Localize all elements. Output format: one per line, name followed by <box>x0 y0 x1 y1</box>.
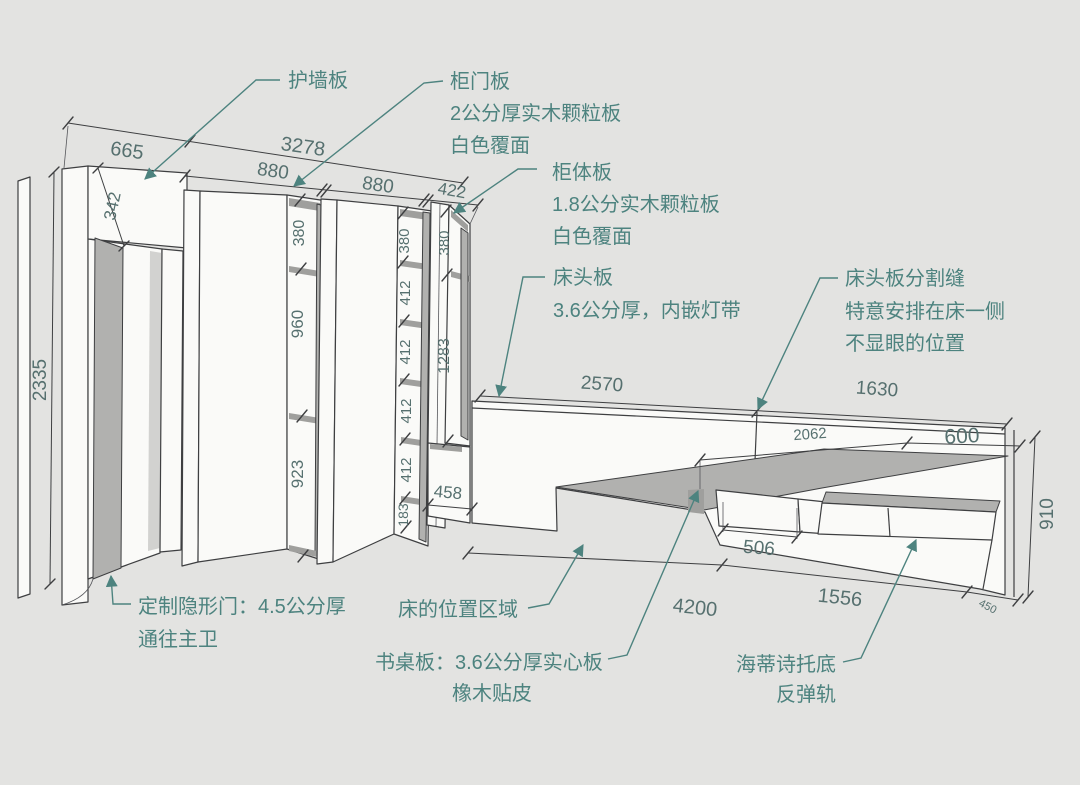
headboard-bevel-line <box>471 407 1006 435</box>
door-jamb-shadow <box>148 251 162 551</box>
dim-headboard-left: 2570 <box>580 373 624 397</box>
dim-end-width: 422 <box>436 179 467 203</box>
dim-col-a-3: 923 <box>288 460 307 488</box>
dim-floor-total: 4200 <box>672 595 719 622</box>
label-rebound-rail-1: 海蒂诗托底 <box>736 653 836 676</box>
label-hidden-door-1: 定制隐形门：4.5公分厚 <box>138 595 346 618</box>
bed-desk-drawing <box>471 400 1015 597</box>
label-headboard-2: 3.6公分厚，内嵌灯带 <box>553 299 741 322</box>
dim-wardrobe-total: 3278 <box>279 133 326 161</box>
platform-drawer-divider <box>887 507 891 538</box>
leader-hidden-door <box>105 574 131 605</box>
col-c-top-shadow <box>451 210 468 232</box>
col-a-shelf-1 <box>289 266 320 277</box>
label-door-panel-3: 白色覆面 <box>450 134 530 157</box>
dim-desk-length: 2062 <box>793 425 827 444</box>
dim-left-wall-width: 665 <box>109 138 145 164</box>
leader-headboard <box>495 276 545 398</box>
hidden-door-slab <box>92 237 124 580</box>
dim-col-c-2: 1283 <box>436 338 453 374</box>
label-headboard-seam-1: 床头板分割缝 <box>845 267 965 290</box>
label-headboard-1: 床头板 <box>553 266 613 289</box>
wall-pilaster <box>61 165 89 606</box>
label-cabinet-body-2: 1.8公分实木颗粒板 <box>552 193 720 216</box>
dim-wall-height: 2335 <box>30 359 51 401</box>
col-b-top-shadow <box>400 209 428 220</box>
leader-wall-panel <box>144 79 280 180</box>
dim-col-b-6: 183 <box>395 503 411 527</box>
label-cabinet-body-1: 柜体板 <box>552 161 612 184</box>
dimension-ticks <box>44 116 1041 607</box>
dimension-rails <box>49 122 1036 601</box>
door-panel-1-edge <box>181 189 201 567</box>
col-b-shelf-2 <box>400 319 428 329</box>
leader-cabinet-body <box>453 168 537 214</box>
door-bottom-arc <box>61 578 94 606</box>
wardrobe-drawing <box>181 189 471 567</box>
dim-col-b-1: 380 <box>396 228 413 253</box>
leader-desk <box>607 489 700 660</box>
col-a-shelf-2 <box>289 413 320 424</box>
dim-bed-height: 910 <box>1037 498 1058 530</box>
wall-edge-strip <box>17 176 31 599</box>
door-panel-1 <box>197 190 288 563</box>
label-headboard-seam-3: 不显眼的位置 <box>845 332 965 355</box>
dim-bed-length: 1556 <box>817 585 864 612</box>
label-bed-area: 床的位置区域 <box>398 598 518 621</box>
label-hidden-door-2: 通往主卫 <box>138 628 218 651</box>
dim-col-b-2: 412 <box>397 280 414 305</box>
leader-lines <box>105 79 917 663</box>
label-rebound-rail-2: 反弹轨 <box>776 683 836 706</box>
label-cabinet-body-3: 白色覆面 <box>552 225 632 248</box>
leader-headboard-seam <box>757 277 838 411</box>
dim-col-a-1: 380 <box>291 220 308 247</box>
dim-bed-end: 450 <box>977 597 999 616</box>
annotation-texts: 护墙板 柜门板 2公分厚实木颗粒板 白色覆面 柜体板 1.8公分实木颗粒板 白色… <box>138 69 1005 706</box>
wall-and-door-drawing <box>17 165 188 606</box>
dim-col-a-2: 960 <box>288 310 307 338</box>
label-door-panel-1: 柜门板 <box>450 70 510 93</box>
label-desk-2: 橡木贴皮 <box>452 682 532 705</box>
leader-rebound-rail <box>842 538 917 663</box>
dim-desk-end: 600 <box>944 424 980 449</box>
platform-right-edge <box>982 539 993 590</box>
base-cell-458 <box>427 442 471 524</box>
dim-door1-width: 880 <box>256 159 290 184</box>
label-door-panel-2: 2公分厚实木颗粒板 <box>450 102 621 125</box>
dim-base-cell: 458 <box>433 482 463 503</box>
base-cell-shadow <box>430 444 462 452</box>
leader-door-panel <box>293 80 444 187</box>
dim-drawer-width: 506 <box>742 537 775 561</box>
leader-bed-area <box>527 543 584 609</box>
dim-door2-width: 880 <box>361 173 395 198</box>
door-panel-2 <box>332 199 399 563</box>
dim-headboard-right: 1630 <box>855 378 899 402</box>
col-b-side-shadow <box>418 211 431 543</box>
col-a-top-shadow <box>289 198 320 211</box>
dim-col-b-5: 412 <box>398 457 415 482</box>
col-c-side-shadow <box>460 227 469 441</box>
dim-col-b-3: 412 <box>397 339 414 364</box>
label-headboard-seam-2: 特意安排在床一侧 <box>845 300 1005 323</box>
col-b-shelf-1 <box>400 260 428 270</box>
dim-col-b-4: 412 <box>398 398 415 423</box>
headboard-seam-line <box>754 411 758 462</box>
door-right-jamb <box>159 248 184 553</box>
label-desk-1: 书桌板：3.6公分厚实心板 <box>375 651 603 674</box>
dimension-texts: 665 3278 880 880 422 342 2335 380 960 92… <box>30 133 1058 621</box>
col-a-bottom-shadow <box>289 545 317 557</box>
dim-col-c-1: 380 <box>436 230 453 255</box>
desk-top-surface <box>555 448 1009 511</box>
label-wall-panel: 护墙板 <box>288 69 348 92</box>
